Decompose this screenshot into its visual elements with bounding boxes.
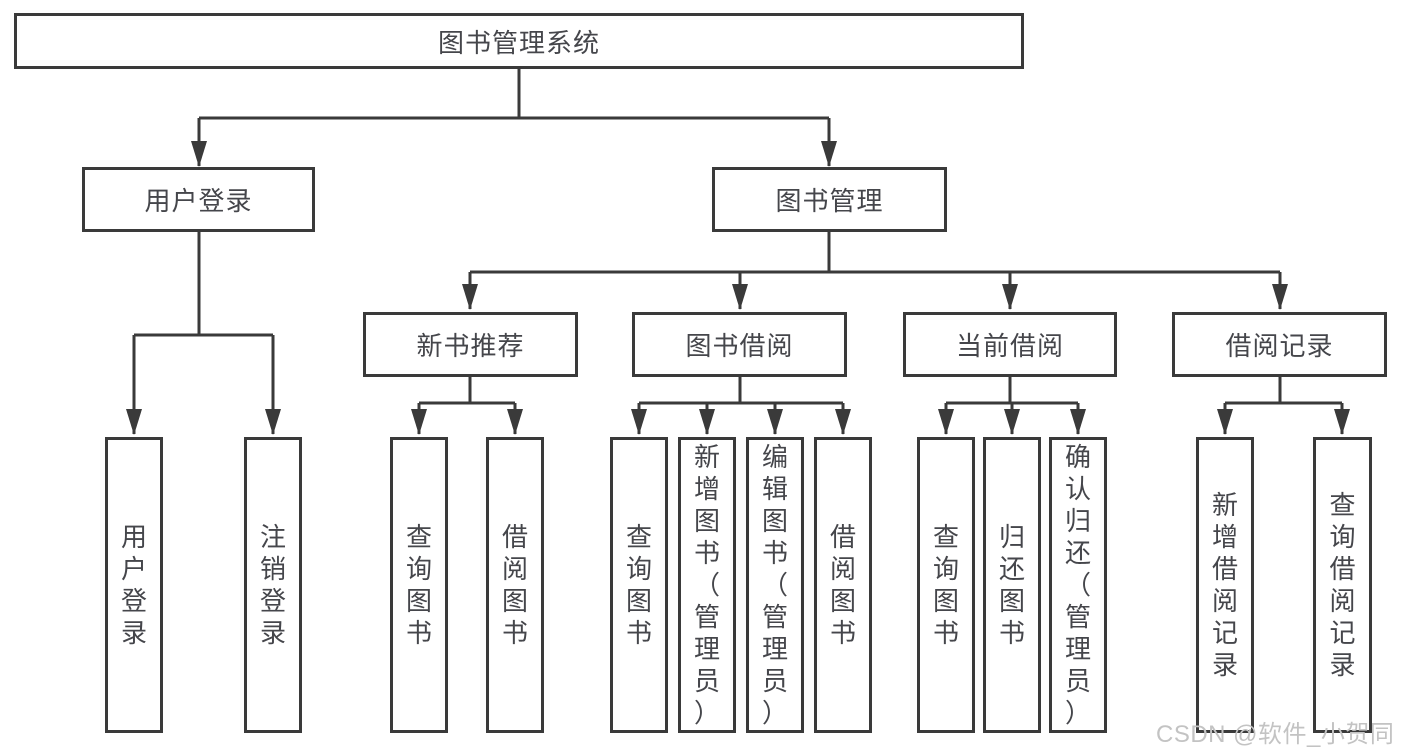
edge-root-to-level2 xyxy=(191,69,837,167)
edge-book-borrowing-children xyxy=(631,377,851,435)
edge-user-login-children xyxy=(126,232,281,435)
watermark: CSDN @软件_小贺同学 xyxy=(1156,721,1395,747)
leaf-borrow-books-recommend: 借 阅 图 书 xyxy=(486,437,544,733)
node-current-borrowing: 当前借阅 xyxy=(903,312,1117,377)
leaf-query-books-current: 查 询 图 书 xyxy=(917,437,975,733)
leaf-add-book-admin: 新 增 图 书 （ 管 理 员 ） xyxy=(678,437,736,733)
leaf-confirm-return-admin: 确 认 归 还 （ 管 理 员 ） xyxy=(1049,437,1107,733)
edge-new-book-recommend-children xyxy=(411,377,523,435)
node-new-book-recommend: 新书推荐 xyxy=(363,312,578,377)
leaf-add-borrow-record: 新 增 借 阅 记 录 xyxy=(1196,437,1254,733)
leaf-query-books-borrowing: 查 询 图 书 xyxy=(610,437,668,733)
leaf-user-login: 用 户 登 录 xyxy=(105,437,163,733)
node-root: 图书管理系统 xyxy=(14,13,1024,69)
edge-book-management-children xyxy=(462,232,1288,310)
node-borrow-records: 借阅记录 xyxy=(1172,312,1387,377)
leaf-return-books: 归 还 图 书 xyxy=(983,437,1041,733)
edge-borrow-records-children xyxy=(1217,377,1350,435)
node-user-login: 用户登录 xyxy=(82,167,315,232)
leaf-query-borrow-record: 查 询 借 阅 记 录 xyxy=(1313,437,1372,733)
edge-current-borrowing-children xyxy=(938,377,1086,435)
node-book-management: 图书管理 xyxy=(712,167,947,232)
leaf-edit-book-admin: 编 辑 图 书 （ 管 理 员 ） xyxy=(746,437,804,733)
leaf-query-books-recommend: 查 询 图 书 xyxy=(390,437,448,733)
leaf-borrow-books: 借 阅 图 书 xyxy=(814,437,872,733)
node-book-borrowing: 图书借阅 xyxy=(632,312,847,377)
leaf-logout: 注 销 登 录 xyxy=(244,437,302,733)
